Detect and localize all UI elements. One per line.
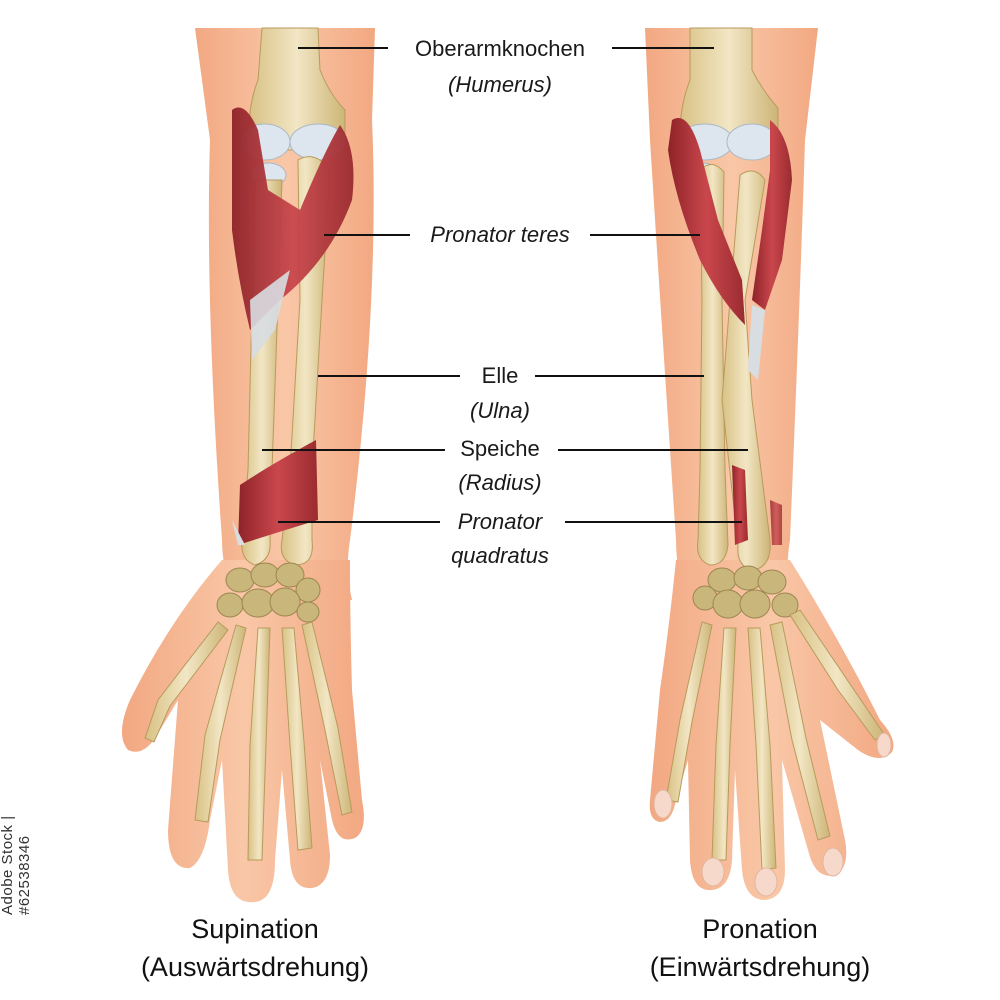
caption-supination-sub: (Auswärtsdrehung) bbox=[110, 950, 400, 984]
label-pronator-quadratus-line2: quadratus bbox=[420, 543, 580, 569]
caption-pronation: Pronation bbox=[640, 912, 880, 946]
label-humerus-latin: (Humerus) bbox=[390, 72, 610, 98]
stock-id-text: Adobe Stock | #62538346 bbox=[0, 775, 33, 915]
caption-supination: Supination bbox=[130, 912, 380, 946]
caption-pronation-sub: (Einwärtsdrehung) bbox=[615, 950, 905, 984]
left-arm-supination bbox=[122, 28, 375, 902]
label-radius: Speiche bbox=[430, 436, 570, 462]
right-arm-pronation bbox=[645, 28, 894, 900]
label-pronator-quadratus-line1: Pronator bbox=[430, 509, 570, 535]
label-radius-latin: (Radius) bbox=[430, 470, 570, 496]
stock-id-watermark: Adobe Stock | #62538346 bbox=[4, 770, 28, 910]
label-humerus: Oberarmknochen bbox=[390, 36, 610, 62]
label-pronator-teres: Pronator teres bbox=[400, 222, 600, 248]
label-ulna-latin: (Ulna) bbox=[440, 398, 560, 424]
label-ulna: Elle bbox=[440, 363, 560, 389]
